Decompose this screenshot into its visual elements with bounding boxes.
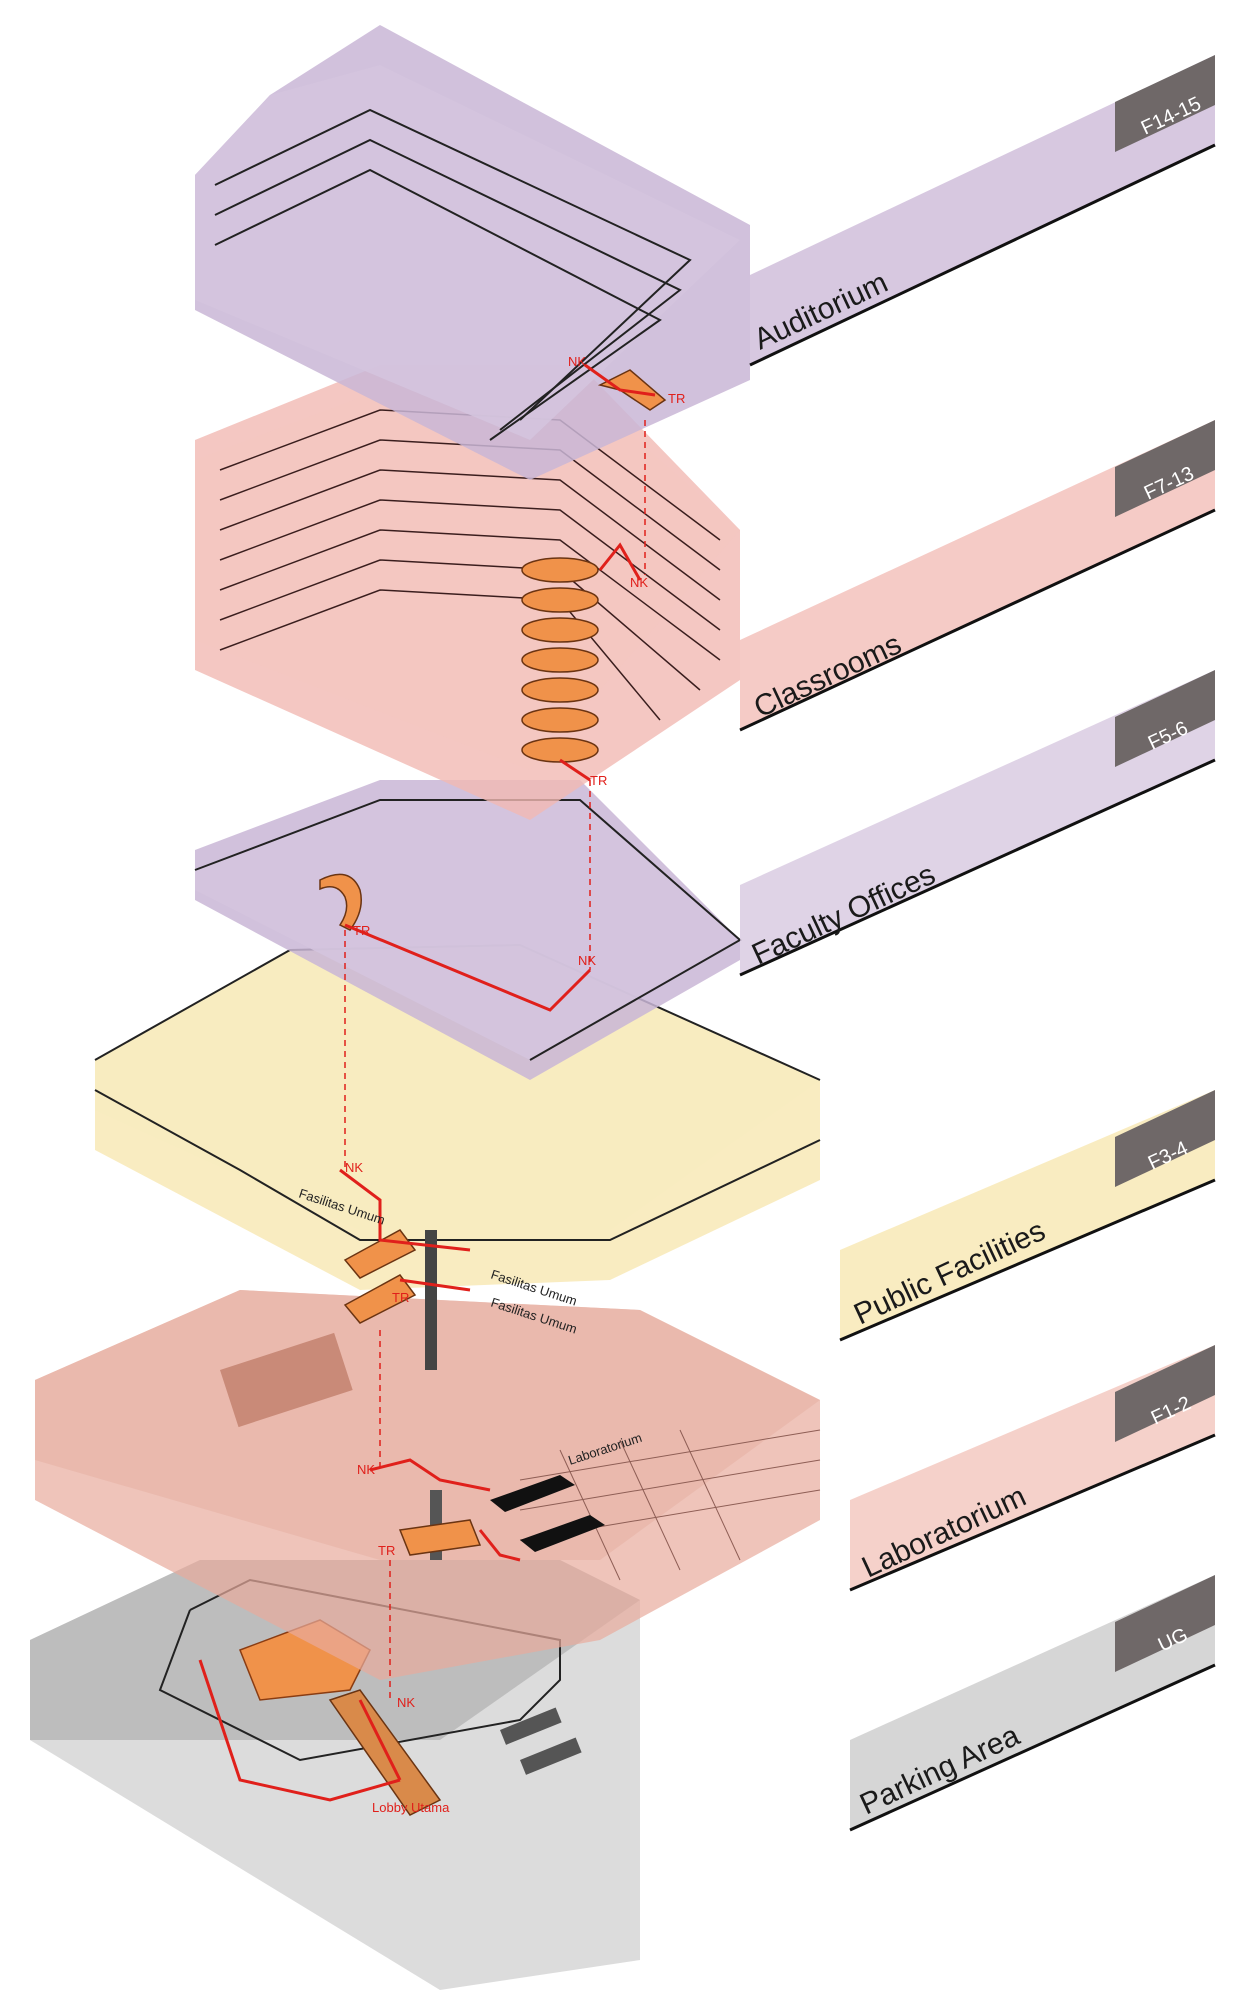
- band-f7-13: F7-13 Classrooms: [739, 420, 1216, 732]
- faculty-tr-label: TR: [353, 923, 370, 938]
- tag-ug: [1115, 1575, 1215, 1672]
- lab-grid: [519, 1429, 821, 1581]
- tag-f1-2: [1115, 1345, 1215, 1442]
- band-f5-6: F5-6 Faculty Offices: [739, 670, 1216, 977]
- lab-nk-label: NK: [357, 1462, 375, 1477]
- tag-f14-15: [1115, 55, 1215, 152]
- tag-f5-6: [1115, 670, 1215, 767]
- auditorium-tr-label: TR: [668, 391, 685, 406]
- public-tr-label: TR: [392, 1290, 409, 1305]
- classrooms-tr-label: TR: [590, 773, 607, 788]
- public-nk-label: NK: [345, 1160, 363, 1175]
- parking-nk-label: NK: [397, 1695, 415, 1710]
- band-f1-2: F1-2 Laboratorium: [849, 1345, 1216, 1592]
- classrooms-nk-label: NK: [630, 575, 648, 590]
- level-f14-15-auditorium: [195, 25, 750, 480]
- band-f14-15: F14-15 Auditorium: [749, 55, 1216, 367]
- level-f7-13-classrooms: [195, 365, 740, 820]
- stair-stack: [521, 557, 599, 763]
- vertical-link-lines: [344, 420, 646, 1700]
- auditorium-nk-label: NK: [568, 354, 586, 369]
- tag-f7-13: [1115, 420, 1215, 517]
- band-ug: UG Parking Area: [849, 1575, 1216, 1832]
- lobby-utama-label: Lobby Utama: [372, 1800, 450, 1815]
- band-f3-4: F3-4 Public Facilities: [839, 1090, 1216, 1342]
- level-f5-6-faculty: [194, 780, 742, 1080]
- lab-tr-label: TR: [378, 1543, 395, 1558]
- level-f1-2-lab: [35, 1290, 821, 1680]
- level-label-bands: F14-15 Auditorium F7-13 Classrooms F5-6 …: [739, 55, 1216, 1832]
- tag-f3-4: [1115, 1090, 1215, 1187]
- faculty-nk-label: NK: [578, 953, 596, 968]
- elevator-core: [425, 1230, 437, 1370]
